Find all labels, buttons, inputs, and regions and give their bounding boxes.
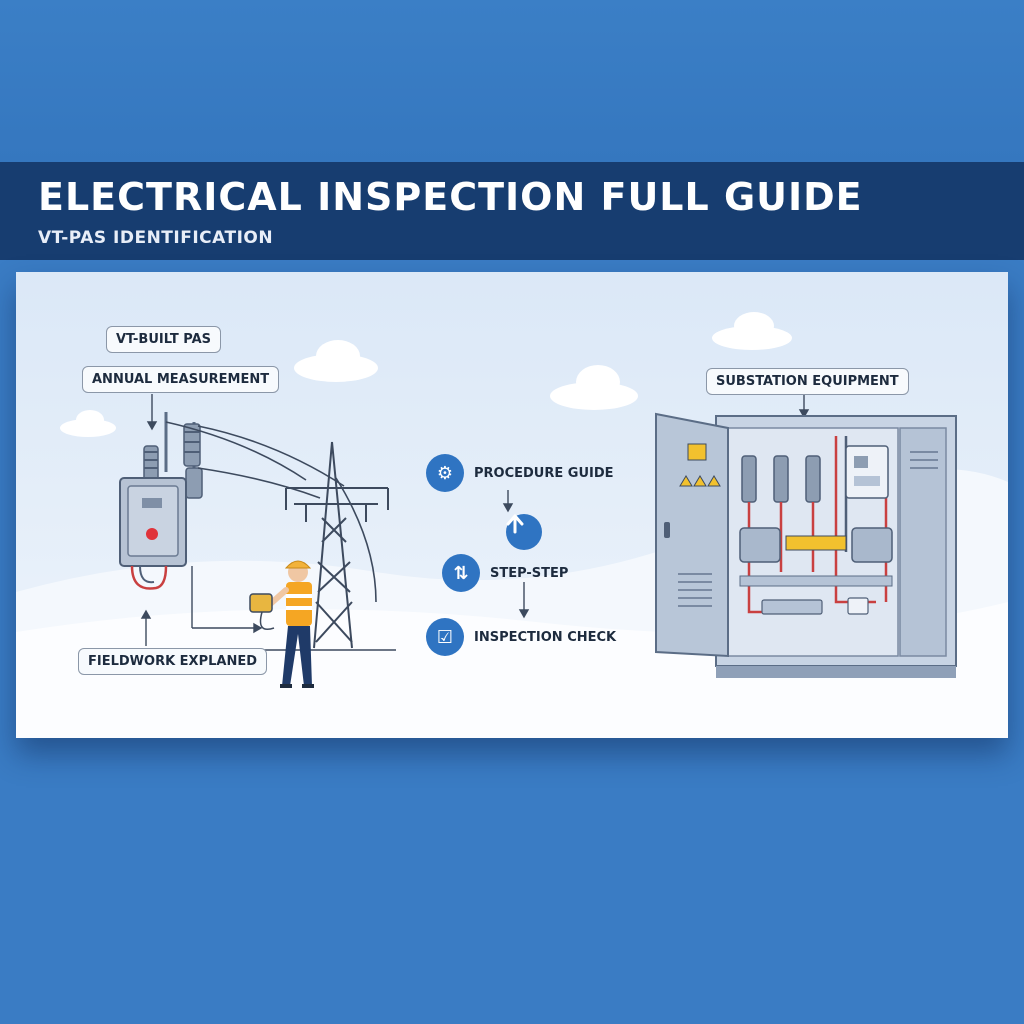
gear-icon: ⚙: [426, 454, 464, 492]
substation-cabinet-icon: [655, 412, 957, 678]
cloud-icon: [60, 410, 116, 437]
step-label: INSPECTION CHECK: [474, 629, 617, 645]
step-inspection-check: ☑ INSPECTION CHECK: [426, 618, 616, 656]
step-step-step: ⇅ STEP-STEP: [442, 554, 568, 592]
label-vt-built-pas: VT-BUILT PAS: [106, 326, 221, 353]
background-top: [0, 0, 1024, 162]
cloud-icon: [712, 312, 792, 350]
illustration-panel: VT-BUILT PAS ANNUAL MEASUREMENT FIELDWOR…: [16, 272, 1008, 738]
title-band: [0, 162, 1024, 260]
arrow-up-glyph: [506, 514, 524, 534]
label-substation-equipment: SUBSTATION EQUIPMENT: [706, 368, 909, 395]
cloud-icon: [294, 340, 378, 382]
tools-icon: ⇅: [442, 554, 480, 592]
power-lines: [165, 421, 377, 603]
connector-lines: [140, 394, 810, 646]
page-title: ELECTRICAL INSPECTION FULL GUIDE: [38, 175, 863, 219]
transmission-tower-icon: [285, 441, 389, 649]
step-connectors: [502, 490, 530, 619]
step-label: PROCEDURE GUIDE: [474, 465, 614, 481]
arrow-up-icon: [506, 514, 542, 550]
pole-switch-icon: [119, 412, 203, 590]
label-fieldwork-explained: FIELDWORK EXPLANED: [78, 648, 267, 675]
page-subtitle: VT-PAS IDENTIFICATION: [38, 228, 274, 248]
clipboard-icon: ☑: [426, 618, 464, 656]
inspector-worker-icon: [249, 560, 314, 688]
label-annual-measurement: ANNUAL MEASUREMENT: [82, 366, 280, 393]
step-procedure-guide: ⚙ PROCEDURE GUIDE: [426, 454, 614, 492]
step-label: STEP-STEP: [490, 565, 569, 581]
cloud-icon: [550, 365, 638, 410]
